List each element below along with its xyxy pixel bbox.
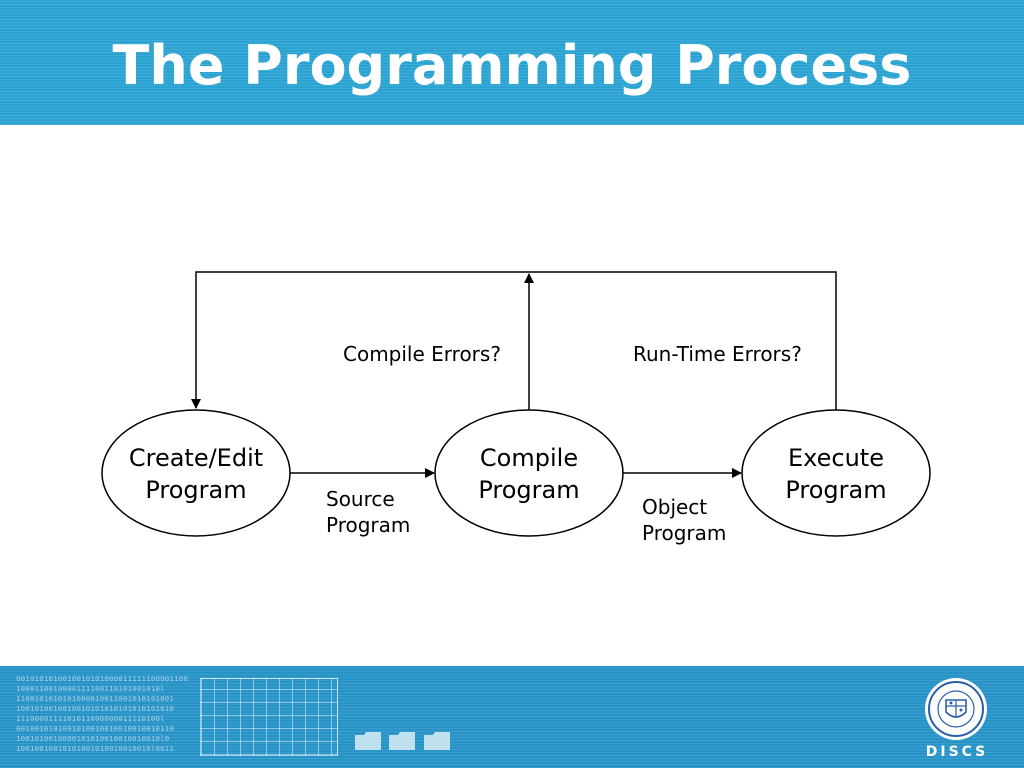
feedback-run-time-errors-line	[191, 271, 837, 410]
grid-graphic-decoration	[200, 678, 338, 756]
university-seal-logo	[925, 678, 987, 740]
edge-object-line2: Program	[642, 521, 727, 546]
node-create-edit-label: Create/Edit Program	[106, 443, 286, 506]
footer-bar: 0010101010010010101000011111100001100 10…	[0, 666, 1024, 768]
node-create-edit-line2: Program	[145, 475, 247, 504]
node-compile-line2: Program	[478, 475, 580, 504]
edge-source-line2: Program	[326, 513, 411, 538]
node-create-edit-line1: Create/Edit	[128, 444, 264, 472]
binary-pattern-decoration: 0010101010010010101000011111100001100 10…	[16, 674, 189, 753]
node-execute-line2: Program	[785, 475, 887, 504]
compile-errors-label: Compile Errors?	[343, 342, 501, 366]
folder-icon	[389, 732, 416, 750]
folder-icons-group	[355, 732, 454, 755]
edge-source-line1: Source	[326, 487, 395, 511]
folder-icon	[355, 732, 381, 750]
node-compile-label: Compile Program	[439, 443, 619, 506]
folder-icon	[423, 732, 450, 750]
discs-logo-text: DISCS	[925, 744, 989, 760]
edge-source-program-label: Source Program	[326, 486, 410, 539]
node-compile-line1: Compile	[479, 444, 579, 472]
slide-title: The Programming Process	[112, 34, 912, 97]
node-execute-label: Execute Program	[746, 443, 926, 506]
edge-object-line1: Object	[642, 495, 708, 519]
node-execute-line1: Execute	[788, 444, 884, 472]
run-time-errors-label: Run-Time Errors?	[633, 342, 802, 366]
edge-object-program-label: Object Program	[642, 494, 726, 547]
title-bar: The Programming Process	[0, 0, 1024, 125]
